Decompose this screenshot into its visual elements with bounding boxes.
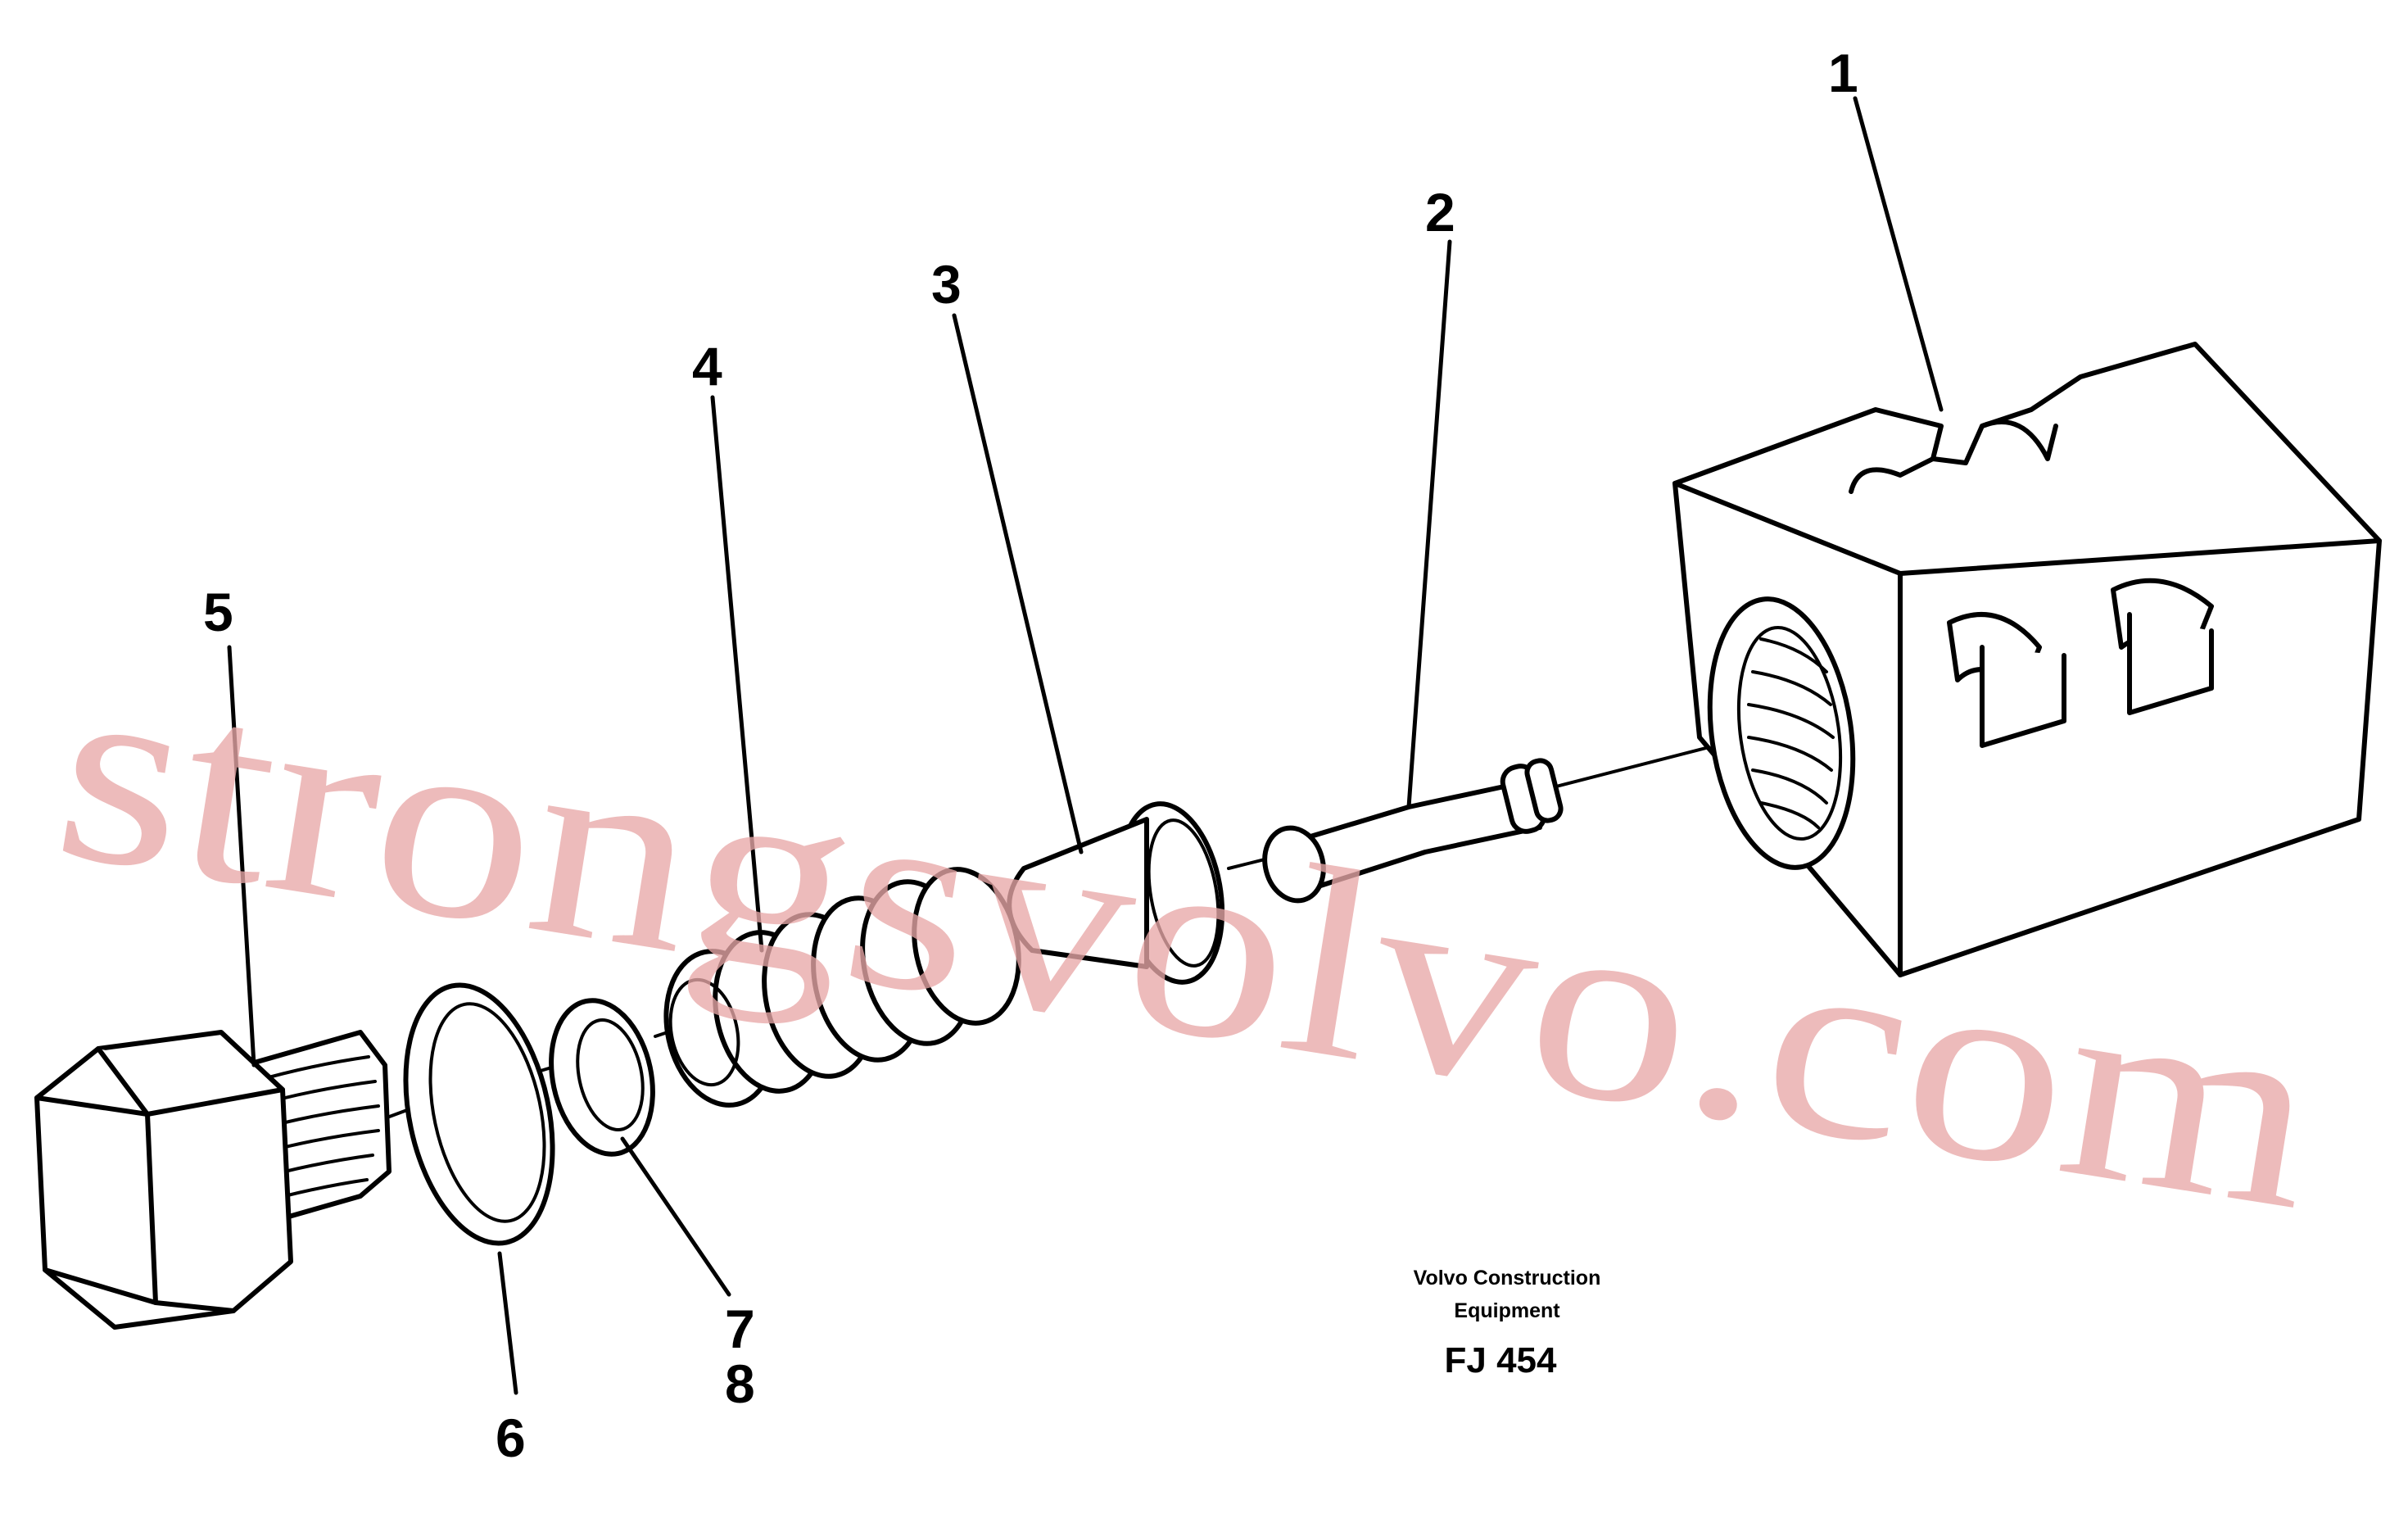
callout-5: 5	[203, 582, 233, 642]
hex-plug	[34, 1030, 392, 1330]
callout-8: 8	[725, 1353, 755, 1414]
poppet-cone	[1007, 801, 1225, 985]
caption-equipment: Equipment	[1454, 1299, 1560, 1322]
caption-company: Volvo Construction	[1414, 1267, 1601, 1290]
callout-6: 6	[496, 1407, 526, 1468]
callout-numbers: 1 2 3 4 5 6 7 8	[203, 43, 1858, 1468]
seal-ring	[403, 982, 555, 1246]
valve-pin	[1262, 758, 1564, 904]
callout-2: 2	[1425, 182, 1455, 243]
callout-1: 1	[1828, 43, 1858, 103]
callout-4: 4	[692, 336, 722, 397]
callout-7: 7	[725, 1299, 755, 1359]
caption-figure-code: FJ 454	[1445, 1340, 1558, 1380]
small-washer	[549, 998, 655, 1157]
callout-3: 3	[931, 254, 962, 315]
coil-spring	[663, 867, 1021, 1108]
caption-block: Volvo Construction Equipment FJ 454	[1414, 1267, 1601, 1380]
leader-lines	[227, 96, 1944, 1395]
valve-housing-block	[1672, 342, 2382, 977]
